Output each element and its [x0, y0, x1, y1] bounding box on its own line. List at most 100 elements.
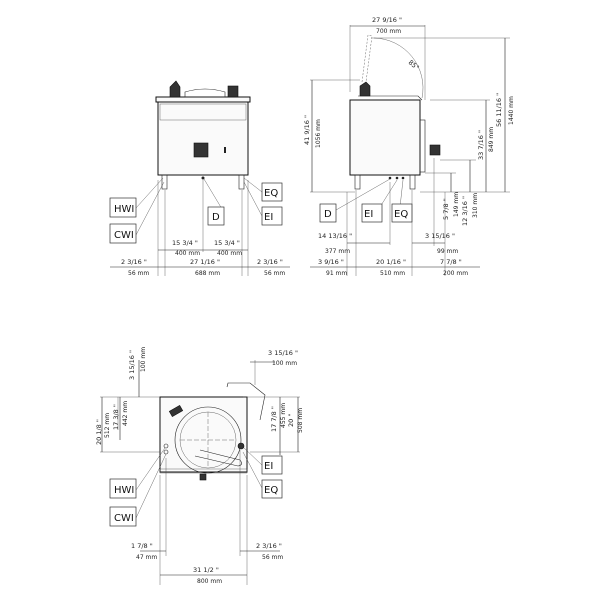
side-dim-height-body-mm: 849 mm — [488, 127, 495, 152]
top-dim-top-right-in: 3 15/16 " — [268, 349, 298, 357]
svg-text:EQ: EQ — [264, 485, 278, 496]
svg-text:D: D — [212, 212, 220, 223]
front-dim-right-in: 2 3/16 " — [257, 258, 283, 266]
top-label-ei: EI — [261, 455, 283, 475]
front-dim-center-mm: 688 mm — [195, 270, 220, 277]
side-dim-height-tap-mm: 310 mm — [472, 193, 479, 218]
front-dim-center-in: 27 1/16 " — [190, 258, 220, 266]
top-dim-top-left-in: 3 15/16 " — [128, 350, 136, 380]
side-dim-tap-mm: 99 mm — [437, 248, 458, 255]
side-dim-height-body-in: 33 7/16 " — [477, 130, 485, 160]
side-water-tap — [429, 144, 441, 156]
front-dim-half-right-mm: 400 mm — [217, 250, 242, 257]
svg-text:EQ: EQ — [264, 188, 278, 199]
top-ei-connection — [237, 442, 245, 450]
side-dim-height-work-in: 41 9/16 " — [303, 115, 311, 145]
top-tap — [168, 404, 184, 418]
side-dim-d-pos-in: 14 13/16 " — [318, 232, 352, 240]
top-label-hwi: HWI — [109, 478, 137, 499]
top-dim-left-outer-in: 20 1/8 " — [95, 419, 103, 445]
side-dim-height-low-mm: 149 mm — [453, 192, 460, 217]
front-dim-half-left-in: 15 3/4 " — [172, 239, 198, 247]
front-label-d: D — [207, 206, 225, 226]
side-dim-height-low-in: 5 7/8 " — [442, 198, 450, 220]
top-dim-top-left-mm: 100 mm — [140, 347, 147, 372]
side-dim-left-in: 3 9/16 " — [318, 258, 344, 266]
svg-text:EI: EI — [264, 461, 273, 472]
front-switch — [224, 147, 226, 153]
top-dim-right-outer-in: 20 " — [287, 414, 295, 427]
front-dim-left-mm: 56 mm — [128, 270, 149, 277]
top-dim-bottom-right-mm: 56 mm — [262, 554, 283, 561]
top-dim-width-in: 31 1/2 " — [193, 566, 219, 574]
top-dim-width-mm: 800 mm — [197, 578, 222, 585]
top-dim-right-outer-mm: 508 mm — [297, 408, 304, 433]
side-dim-right-mm: 200 mm — [443, 270, 468, 277]
side-dim-d-pos-mm: 377 mm — [325, 248, 350, 255]
top-wall-outline — [226, 382, 266, 421]
top-label-eq: EQ — [261, 479, 283, 499]
front-label-cwi: CWI — [109, 223, 137, 244]
side-body — [349, 99, 421, 176]
top-dim-bottom-right-in: 2 3/16 " — [256, 542, 282, 550]
svg-text:HWI: HWI — [114, 485, 134, 496]
top-dim-left-inner-mm: 442 mm — [122, 401, 129, 426]
top-view: HWI CWI EI EQ 20 1/8 " 512 mm 17 3/8 " 4… — [95, 347, 304, 585]
front-label-ei: EI — [261, 206, 283, 226]
side-dim-top-in: 27 9/16 " — [372, 16, 402, 24]
top-dim-top-right-mm: 100 mm — [272, 360, 297, 367]
side-dim-left-mm: 91 mm — [326, 270, 347, 277]
side-dim-center-mm: 510 mm — [380, 270, 405, 277]
top-kettle-rim — [174, 406, 242, 474]
front-dim-half-right-in: 15 3/4 " — [214, 239, 240, 247]
svg-text:CWI: CWI — [114, 230, 134, 241]
side-dim-top-mm: 700 mm — [376, 28, 401, 35]
svg-text:CWI: CWI — [114, 513, 134, 524]
front-view: HWI CWI D EQ EI 15 3/4 " 400 mm 15 3/4 "… — [109, 80, 290, 277]
front-label-eq: EQ — [261, 182, 283, 202]
front-panel — [159, 103, 247, 121]
front-dim-left-in: 2 3/16 " — [121, 258, 147, 266]
side-dim-right-in: 7 7/8 " — [440, 258, 462, 266]
svg-text:EI: EI — [364, 209, 373, 220]
side-worktop — [358, 95, 423, 101]
side-dim-center-in: 20 1/16 " — [376, 258, 406, 266]
front-control-knob — [193, 142, 209, 158]
top-dim-right-inner-mm: 455 mm — [280, 403, 287, 428]
side-view: 85° D EI EQ 27 9/16 " 700 mm 41 9/16 " 1… — [303, 16, 515, 277]
top-water-tap — [199, 473, 207, 481]
front-body — [157, 99, 249, 176]
side-dim-tap-in: 3 15/16 " — [425, 232, 455, 240]
side-lid-angle: 85° — [407, 58, 421, 72]
side-dim-height-tap-in: 12 3/16 " — [461, 196, 469, 226]
side-label-eq: EQ — [391, 203, 413, 223]
top-dim-bottom-left-mm: 47 mm — [136, 554, 157, 561]
svg-text:D: D — [324, 209, 332, 220]
front-label-hwi: HWI — [109, 197, 137, 218]
side-dim-height-total-mm: 1440 mm — [508, 96, 515, 125]
front-tap — [169, 80, 181, 98]
svg-text:EI: EI — [264, 212, 273, 223]
side-lid-arc — [373, 37, 424, 99]
side-dim-height-work-mm: 1056 mm — [315, 119, 322, 148]
front-lid — [184, 88, 226, 98]
front-hinge — [227, 85, 239, 98]
top-dim-left-outer-mm: 512 mm — [104, 413, 111, 438]
side-dim-height-total-in: 56 11/16 " — [495, 93, 503, 127]
svg-text:EQ: EQ — [394, 209, 408, 220]
side-label-d: D — [319, 203, 337, 223]
top-dim-right-inner-in: 17 7/8 " — [270, 406, 278, 432]
front-worktop — [155, 96, 251, 103]
front-leg-right — [238, 174, 245, 190]
top-label-cwi: CWI — [109, 506, 137, 527]
svg-text:HWI: HWI — [114, 204, 134, 215]
front-dim-right-mm: 56 mm — [264, 270, 285, 277]
side-lid-open — [361, 34, 373, 83]
front-leg-left — [161, 174, 168, 190]
top-dim-left-inner-in: 17 3/8 " — [112, 404, 120, 430]
top-dim-bottom-left-in: 1 7/8 " — [131, 542, 153, 550]
side-tap — [359, 81, 371, 97]
side-label-ei: EI — [361, 203, 383, 223]
front-dim-half-left-mm: 400 mm — [175, 250, 200, 257]
